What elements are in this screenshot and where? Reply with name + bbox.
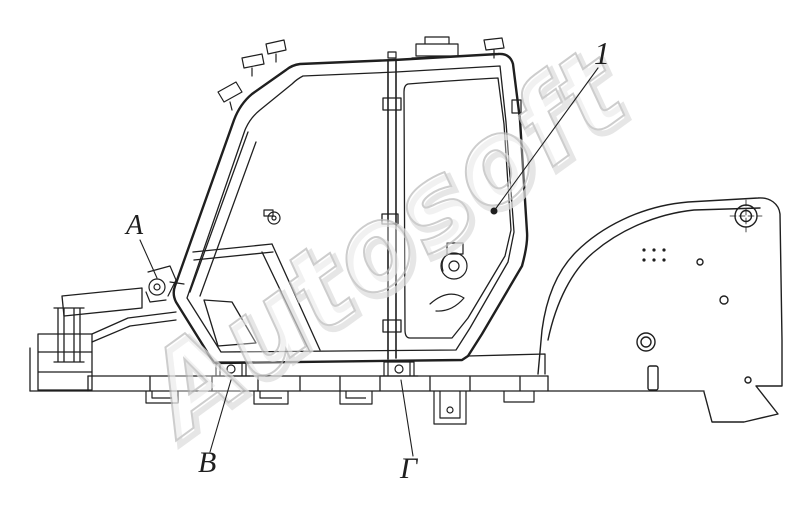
rear-body-inner-line [547,207,761,341]
door-hinge-bottom [382,319,402,333]
roof-beacon-right [483,37,505,59]
rear-dot-grid [642,248,666,262]
rear-ring-outer [636,332,656,352]
door-latch [381,213,399,225]
leader-part1-dot [490,207,498,215]
leader-part1 [493,67,599,212]
wiper-pivot-inner [271,215,277,221]
cab-outer-outline [172,52,529,365]
leader-partB [209,379,232,453]
chassis-mount-brackets [145,391,535,425]
door-handle-plate [446,242,464,255]
cab-inner-structure [186,59,546,375]
wiper-pivot-outer [267,211,281,225]
rear-slot [647,365,659,391]
callout-labels: 1 A В Г [124,35,610,485]
rear-step [467,353,546,375]
bracket-2 [253,391,289,405]
rear-hub-centerlines [729,199,763,233]
front-slope-lamp [217,81,243,111]
leader-partA [139,239,158,279]
door-handle-outer [440,252,468,280]
rear-ring-inner [640,336,652,348]
roof-antenna-base [387,51,397,59]
bracket-1 [145,391,179,404]
roof-hatch [411,36,463,59]
lower-left-window [203,299,257,347]
door-handle-inner [448,260,460,272]
callout-leaders [139,67,599,457]
cab-mount-front [211,361,251,377]
roof-beacon-left-1 [241,53,265,77]
door-window-frame [403,77,512,339]
door-hinge-top [382,97,402,111]
side-lamp-right [511,99,522,114]
leader-partG [400,379,414,457]
front-latch-assembly [145,265,185,303]
rear-hole-3 [744,376,752,384]
callout-label-G: Г [399,452,419,485]
cab-mount-rear [379,361,419,377]
bracket-5 [503,391,535,403]
callout-label-B: В [198,446,216,479]
door-duct [429,293,465,312]
callout-label-A: A [124,210,144,241]
roof-beacon-left-2 [265,39,287,63]
cab-frame [172,52,529,365]
callout-label-1: 1 [594,35,610,71]
left-posts [29,307,85,392]
bracket-3 [339,391,373,405]
cab-inner-outline [186,65,515,353]
door-handle-link [441,253,448,272]
rear-hole-1 [696,258,704,266]
rail-segments [87,375,549,392]
chassis-frame [29,287,705,392]
rear-body-outline [537,197,783,423]
rear-hole-2 [719,295,729,305]
bracket-4 [433,391,467,425]
cab-fittings [145,36,522,377]
wiper-bracket [263,209,274,217]
bracket-4-bolt [446,406,454,414]
front-panel [61,287,143,317]
front-deck [91,311,177,343]
diagonal-brace [261,243,321,353]
rear-body [537,197,783,423]
dash-crossbar [192,243,274,261]
windshield-pillar [189,131,257,297]
